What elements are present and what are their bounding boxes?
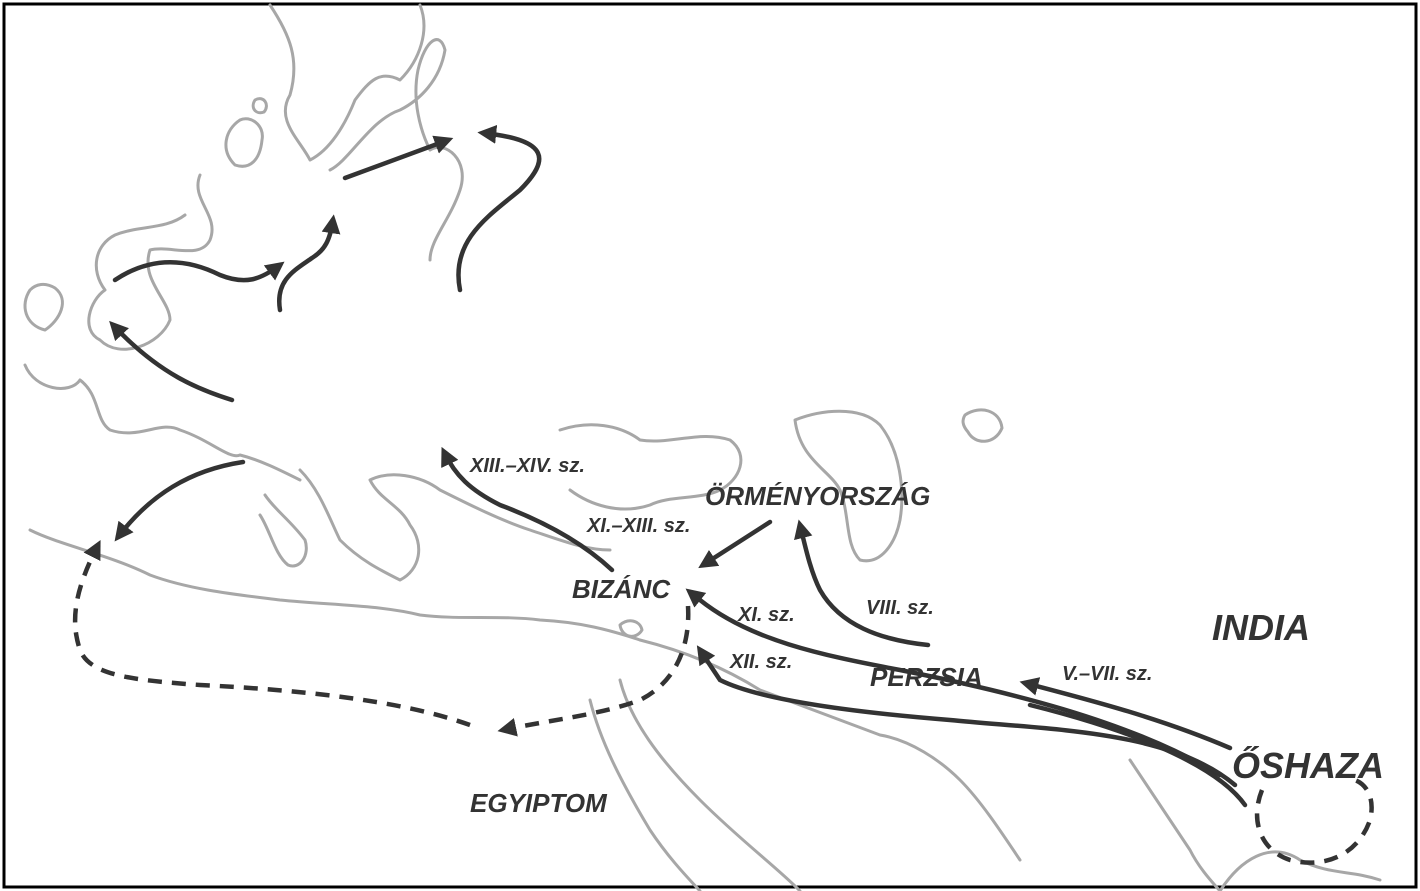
label-india: INDIA bbox=[1212, 607, 1310, 648]
northern-sea-coast bbox=[224, 117, 264, 168]
label-period-viii: VIII. sz. bbox=[866, 597, 934, 619]
black-sea-coast bbox=[558, 423, 743, 511]
migration-routes bbox=[109, 124, 1248, 808]
label-period-xi: XI. sz. bbox=[737, 604, 795, 626]
route-egypt-maghreb bbox=[72, 539, 471, 728]
arabia-coast bbox=[618, 678, 802, 891]
coastlines bbox=[23, 3, 1382, 891]
route-west-1 bbox=[112, 260, 285, 283]
label-bizanc: BIZÁNC bbox=[572, 574, 671, 604]
british-isles bbox=[23, 282, 64, 332]
route-xi bbox=[685, 588, 1223, 778]
aral-coast bbox=[961, 408, 1004, 443]
route-viii bbox=[794, 519, 931, 648]
baltic-coast bbox=[328, 38, 464, 262]
cyprus-island bbox=[618, 619, 644, 638]
north-africa-coast bbox=[28, 528, 642, 642]
route-v-vii bbox=[1019, 677, 1233, 751]
route-north-2 bbox=[456, 124, 542, 293]
mediterranean-coast bbox=[298, 468, 612, 582]
italy-coast bbox=[258, 493, 308, 568]
map-labels: ÖRMÉNYORSZÁG BIZÁNC PERZSIA INDIA ŐSHAZA… bbox=[469, 455, 1384, 818]
route-oshaza-loop bbox=[1254, 777, 1374, 865]
route-southwest bbox=[114, 459, 246, 542]
european-coast bbox=[87, 173, 214, 351]
route-north-1 bbox=[342, 135, 454, 181]
persian-gulf-coast bbox=[638, 638, 1022, 862]
india-coast bbox=[1128, 758, 1382, 891]
baltic-island bbox=[251, 97, 268, 115]
label-egyiptom: EGYIPTOM bbox=[470, 788, 608, 818]
route-byzantium-egypt bbox=[497, 605, 691, 737]
label-period-v-vii: V.–VII. sz. bbox=[1062, 663, 1152, 685]
dashed-routes bbox=[72, 539, 1374, 865]
route-oshaza-out bbox=[1027, 702, 1248, 808]
caspian-coast bbox=[793, 409, 904, 563]
iberia-coast bbox=[23, 363, 302, 482]
route-west-2 bbox=[276, 214, 341, 313]
label-period-xii: XII. sz. bbox=[729, 651, 792, 673]
label-oshaza: ŐSHAZA bbox=[1232, 744, 1384, 786]
label-ormenyorszag: ÖRMÉNYORSZÁG bbox=[705, 481, 930, 511]
scandinavia-coast bbox=[268, 3, 426, 162]
route-west-3 bbox=[109, 320, 235, 403]
label-perzsia: PERZSIA bbox=[870, 662, 983, 692]
red-sea-coast bbox=[588, 698, 702, 891]
route-armenia-byzantium bbox=[698, 519, 773, 569]
label-period-xi-xiii: XI.–XIII. sz. bbox=[586, 515, 690, 537]
route-xiii-xiv bbox=[441, 446, 615, 573]
label-period-xiii-xiv: XIII.–XIV. sz. bbox=[469, 455, 585, 477]
